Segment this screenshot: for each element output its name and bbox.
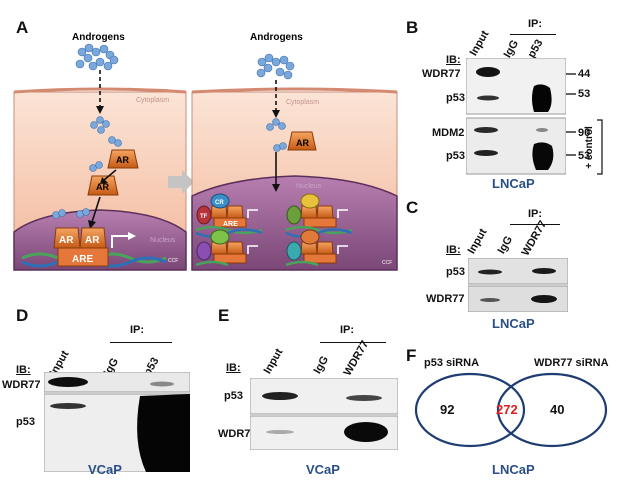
- e-ip-label: IP:: [340, 324, 355, 336]
- e-ib-label: IB:: [226, 362, 241, 374]
- panel-e-label: E: [218, 306, 230, 325]
- b-blot-image: [466, 58, 566, 175]
- a-left-ar1: AR: [116, 155, 129, 165]
- c-blot-image: [468, 258, 568, 312]
- a-left-are: ARE: [72, 254, 93, 265]
- panel-d-label: D: [16, 306, 29, 325]
- e-lane-input: Input: [261, 346, 286, 376]
- b-kda-53-1: 53: [578, 88, 591, 100]
- b-row-p53-2: p53: [446, 150, 465, 162]
- c-row-p53: p53: [446, 266, 465, 278]
- f-overlap: 272: [496, 402, 518, 417]
- a-right-nucleus: Nucleus: [296, 183, 322, 190]
- a-right-are: ARE: [223, 221, 238, 228]
- d-blot-image: [44, 372, 190, 472]
- b-kda-53-2: 53: [578, 150, 591, 162]
- a-left-androgens: Androgens: [72, 32, 125, 43]
- b-ib-label: IB:: [446, 54, 461, 66]
- f-venn-diagram: [414, 372, 608, 448]
- b-kda-44: 44: [578, 68, 591, 80]
- c-row-wdr77: WDR77: [426, 293, 465, 305]
- b-lane-input: Input: [467, 28, 492, 58]
- a-right-androgens: Androgens: [250, 32, 303, 43]
- b-kda-ticks: [566, 73, 576, 156]
- f-only-right: 40: [550, 402, 565, 417]
- c-ip-line: [510, 224, 560, 225]
- a-right-tf: TF: [200, 214, 208, 220]
- b-row-mdm2: MDM2: [432, 127, 465, 139]
- c-lane-igg: IgG: [495, 234, 516, 256]
- e-lane-wdr77: WDR77: [341, 338, 372, 378]
- b-control-bracket: [597, 119, 603, 175]
- b-lane-p53: p53: [525, 37, 546, 60]
- b-lane-igg: IgG: [501, 38, 522, 60]
- panel-a-schematic: Androgens Cytoplasm Nucleus AR AR AR AR …: [13, 32, 398, 271]
- d-cell-line: VCaP: [88, 462, 122, 477]
- f-set-left: p53 siRNA: [424, 357, 480, 369]
- b-cell-line: LNCaP: [492, 176, 535, 191]
- b-control-label: + control: [583, 126, 595, 169]
- panel-f-label: F: [406, 346, 417, 365]
- f-venn-circle-right: [496, 372, 608, 448]
- b-row-p53-1: p53: [446, 92, 465, 104]
- f-only-left: 92: [440, 402, 455, 417]
- e-row-wdr77: WDR77: [218, 428, 257, 440]
- c-lane-input: Input: [465, 226, 490, 256]
- f-venn-circle-left: [414, 372, 526, 448]
- e-row-p53: p53: [224, 390, 243, 402]
- a-right-ar: AR: [296, 138, 309, 148]
- d-ib-label: IB:: [16, 364, 31, 376]
- b-kda-90: 90: [578, 127, 591, 139]
- e-blot-image: [250, 378, 398, 450]
- a-left-ccf: CCF: [168, 258, 178, 264]
- panel-c-label: C: [406, 198, 419, 217]
- right-cell: [191, 53, 398, 271]
- f-cell-line: LNCaP: [492, 462, 535, 477]
- e-ip-line: [320, 342, 386, 343]
- a-left-dimer-right: AR: [85, 235, 100, 246]
- c-ip-label: IP:: [528, 208, 543, 220]
- a-right-cytoplasm: Cytoplasm: [286, 99, 319, 106]
- b-row-wdr77: WDR77: [422, 68, 461, 80]
- b-ip-line: [510, 34, 556, 35]
- c-cell-line: LNCaP: [492, 316, 535, 331]
- a-left-ar2: AR: [96, 182, 109, 192]
- e-lane-igg: IgG: [311, 354, 332, 376]
- a-left-nucleus: Nucleus: [150, 237, 176, 244]
- e-cell-line: VCaP: [306, 462, 340, 477]
- d-row-p53: p53: [16, 416, 35, 428]
- a-left-dimer-left: AR: [59, 235, 74, 246]
- a-left-cytoplasm: Cytoplasm: [136, 97, 169, 104]
- panel-b-label: B: [406, 18, 419, 37]
- a-right-cr: CR: [215, 200, 224, 206]
- d-row-wdr77: WDR77: [2, 379, 41, 391]
- c-ib-label: IB:: [446, 244, 461, 256]
- b-ip-label: IP:: [528, 18, 543, 30]
- d-ip-label: IP:: [130, 324, 145, 336]
- a-right-ccf: CCF: [382, 260, 392, 266]
- d-ip-line: [110, 342, 172, 343]
- f-set-right: WDR77 siRNA: [534, 357, 609, 369]
- panel-a-label: A: [16, 18, 29, 37]
